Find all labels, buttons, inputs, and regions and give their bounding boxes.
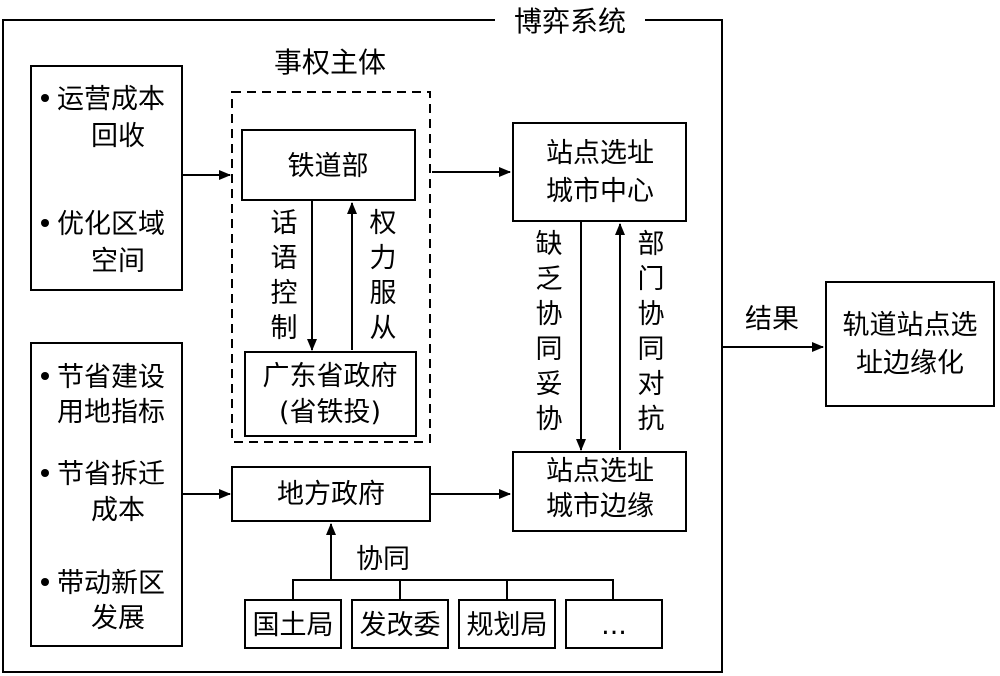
dept-conf-char: 部 — [638, 229, 665, 260]
left-top-item-line: 空间 — [91, 246, 145, 277]
lack-coop-char: 协 — [536, 299, 563, 330]
speech-control-char: 语 — [271, 243, 298, 274]
left-bottom-item-line: 节省建设 — [57, 362, 165, 393]
province-label: (省铁投) — [279, 397, 381, 428]
province-box — [244, 351, 417, 437]
left-bottom-item: 节省拆迁 成本 — [41, 459, 165, 526]
result-label: 结果 — [745, 304, 799, 335]
left-bottom-item-line: 用地指标 — [57, 397, 165, 428]
agency-box-planning — [458, 599, 556, 649]
bullet-icon — [41, 578, 49, 586]
left-top-item-line: 回收 — [91, 121, 145, 152]
game-system-title: 博弈系统 — [514, 5, 626, 38]
lack-coop-char: 缺 — [536, 229, 563, 260]
dept-conf-char: 协 — [638, 299, 665, 330]
bullet-icon — [41, 469, 49, 477]
left-bottom-item-line: 带动新区 — [57, 568, 165, 599]
speech-control-char: 控 — [271, 278, 298, 309]
bullet-icon — [41, 372, 49, 380]
lack-coop-char: 同 — [536, 334, 563, 365]
power-obey-char: 服 — [370, 278, 397, 309]
ministry-label: 铁道部 — [288, 151, 369, 182]
dept-conf-char: 抗 — [638, 404, 665, 435]
result-box-label: 址边缘化 — [856, 348, 964, 379]
lack-coop-char: 妥 — [536, 369, 563, 400]
left-top-item-line: 优化区域 — [57, 209, 165, 240]
agency-label: 国土局 — [253, 610, 334, 641]
agency-connector — [292, 579, 614, 600]
local-gov-label: 地方政府 — [277, 479, 385, 510]
left-bottom-item: 带动新区 发展 — [41, 568, 165, 634]
lack-coop-char: 乏 — [536, 264, 563, 295]
left-bottom-item-line: 成本 — [91, 495, 145, 526]
lack-coop-char: 协 — [536, 404, 563, 435]
province-label: 广东省政府 — [263, 361, 398, 392]
agency-box-development — [351, 599, 449, 649]
agency-label: ... — [601, 610, 627, 641]
left-top-item-line: 运营成本 — [57, 84, 165, 115]
dept-conf-char: 门 — [638, 264, 665, 295]
power-obey-char: 从 — [370, 313, 397, 344]
bullet-icon — [41, 94, 49, 102]
authority-title: 事权主体 — [274, 46, 386, 79]
coop-label: 协同 — [356, 544, 410, 575]
dept-conf-char: 同 — [638, 334, 665, 365]
center-site-label: 城市中心 — [546, 176, 654, 207]
agency-label: 发改委 — [360, 610, 441, 641]
left-top-item: 优化区域 空间 — [41, 209, 165, 277]
game-system-frame — [2, 19, 723, 673]
power-obey-char: 力 — [370, 243, 397, 274]
agency-label: 规划局 — [467, 610, 548, 641]
authority-group — [231, 91, 431, 443]
edge-site-label: 站点选址 — [546, 456, 654, 487]
power-obey-char: 权 — [370, 208, 397, 239]
center-site-box — [512, 122, 687, 222]
result-box-label: 轨道站点选 — [843, 310, 978, 341]
speech-control-char: 制 — [271, 313, 298, 344]
edge-site-box — [512, 451, 687, 532]
ministry-box — [241, 129, 416, 201]
left-bottom-item-line: 发展 — [91, 603, 145, 634]
result-box — [825, 281, 995, 407]
dept-conf-char: 对 — [638, 369, 665, 400]
left-top-box — [30, 65, 183, 291]
left-bottom-item: 节省建设 用地指标 — [41, 362, 165, 428]
left-top-item: 运营成本 回收 — [41, 84, 165, 152]
center-site-label: 站点选址 — [546, 138, 654, 169]
speech-control-char: 话 — [271, 208, 298, 239]
bullet-icon — [41, 219, 49, 227]
left-bottom-item-line: 节省拆迁 — [57, 459, 165, 490]
agency-box-more — [565, 599, 663, 649]
edge-site-label: 城市边缘 — [546, 491, 654, 522]
agency-box-land — [244, 599, 342, 649]
